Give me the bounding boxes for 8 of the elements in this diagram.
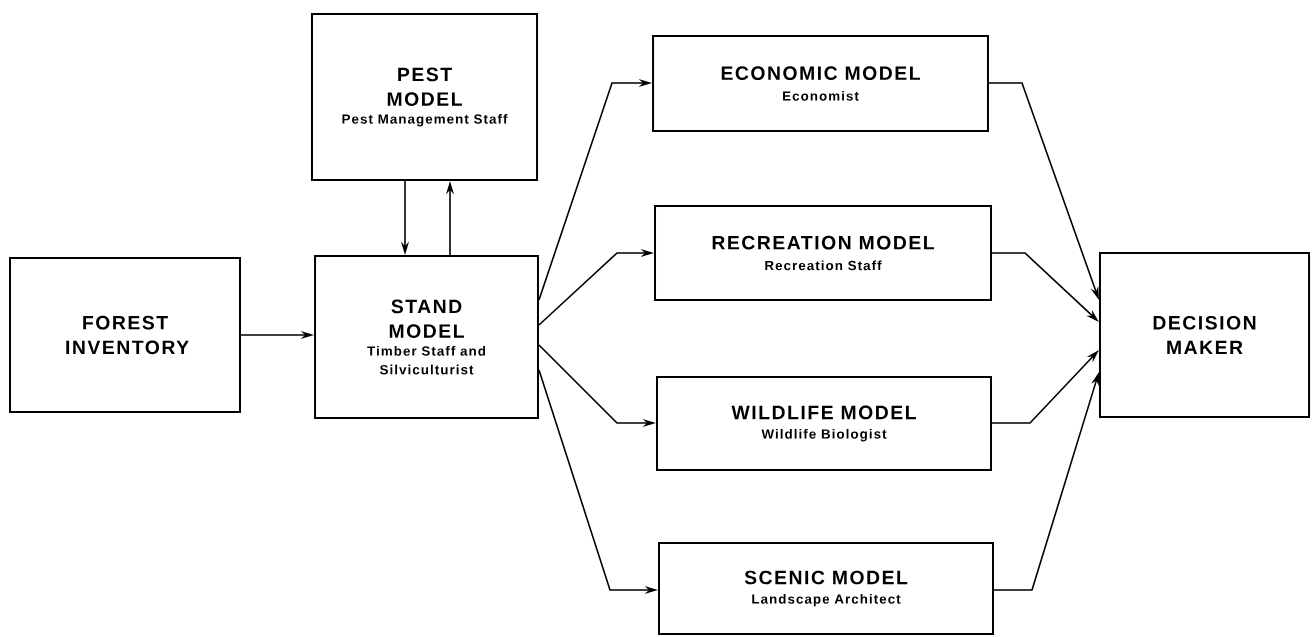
process-box: RECREATION MODEL Recreation Staff [654, 205, 992, 301]
process-box: ECONOMIC MODEL Economist [652, 35, 989, 132]
process-box: PEST MODEL Pest Management Staff [311, 13, 539, 181]
process-box: DECISION MAKER [1099, 252, 1311, 418]
process-box: FOREST INVENTORY [9, 257, 241, 413]
process-box: STAND MODEL Timber Staff and Silviculturist [314, 255, 539, 419]
process-box: SCENIC MODEL Landscape Architect [658, 542, 994, 635]
process-box: WILDLIFE MODEL Wildlife Biologist [656, 375, 992, 472]
